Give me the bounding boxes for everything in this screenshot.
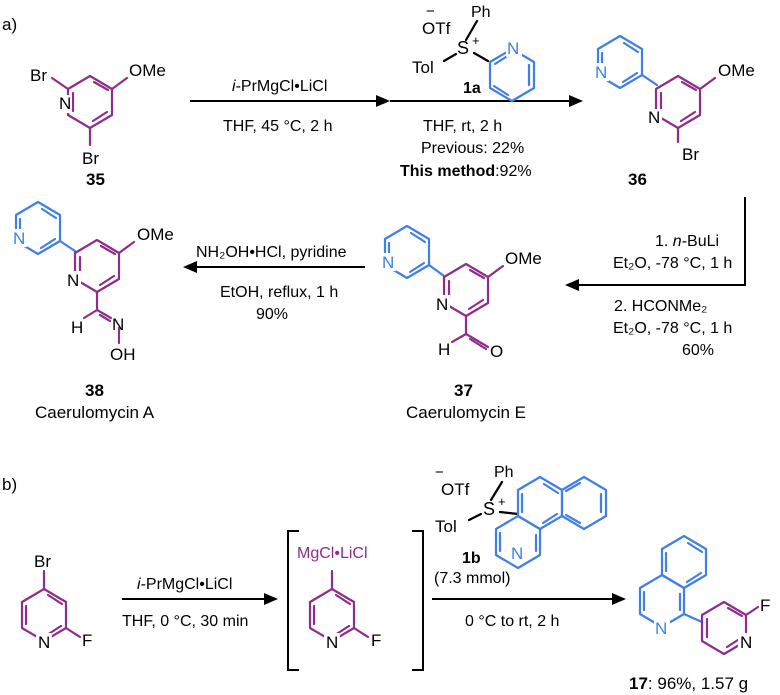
compound-17-label: 17: 96%, 1.57 g [629,674,748,693]
sm35-ome: OMe [129,61,166,80]
p37-ome: OMe [505,249,542,268]
p38-n-oxime: N [112,315,124,334]
arrowhead-a3 [565,279,579,291]
part-b-label: b) [2,475,17,494]
compound-36-structure [593,34,717,144]
compound-38-structure [11,200,136,345]
reagent-1a-n: N [507,39,519,58]
p38-ome: OMe [137,225,174,244]
compound-38-number: 38 [85,381,104,400]
reagent-1a-number: 1a [463,80,481,97]
arrowhead-b1 [264,593,278,605]
reagent-1b-s: S [483,499,495,519]
reagent-1a-s: S [457,38,469,58]
p37-h: H [438,340,450,359]
step-a3-line2: Et₂O, -78 °C, 1 h [613,255,732,272]
p38-n-pyridine: N [13,229,25,248]
arrowhead-b2 [612,593,626,605]
sm35-br-bottom: Br [82,149,99,168]
step-a1-conditions: THF, 45 °C, 2 h [223,118,333,135]
reagent-1b-n: N [511,544,523,563]
intermediate-mg: MgCl•LiCl [297,545,368,562]
p37-n-core: N [436,295,448,314]
step-a3-line4: Et₂O, -78 °C, 1 h [613,320,732,337]
step-a4-line1: NH₂OH•HCl, pyridine [196,244,347,261]
compound-38-name: Caerulomycin A [35,403,155,422]
p17-f: F [760,596,770,615]
p38-n-core: N [67,271,79,290]
arrowhead-a4 [183,261,197,273]
p37-n-pyridine: N [382,253,394,272]
reagent-1b-number: 1b [462,550,481,567]
p37-o: O [490,342,503,361]
reagent-1b-tol: Tol [435,517,457,536]
reagent-1b-minus: − [435,464,444,481]
step-a1-reagent: i-PrMgCl•LiCl [232,78,327,95]
compound-36-number: 36 [628,170,647,189]
p38-h: H [71,318,83,337]
step-a2-this-method: This method:92% [400,163,532,180]
reagent-1b-otf: OTf [441,480,470,499]
reagent-1b-isoquinoline [494,475,608,570]
bracket-right [412,530,424,671]
step-a4-line3: 90% [256,306,288,323]
reagent-1a-minus: − [426,3,435,20]
step-a2-previous: Previous: 22% [421,140,524,157]
reagent-1a-ph: Ph [471,4,491,21]
p36-n-pyridine: N [595,63,607,82]
intermediate-f: F [371,631,381,650]
compound-37-structure [380,224,505,351]
reagent-1a-otf: OTf [422,19,451,38]
compound-b-sm-structure [20,569,82,651]
sm-b-n: N [38,633,50,652]
arrowhead-a1 [376,95,390,107]
sm-b-br: Br [34,552,51,571]
step-a3-line1: 1. n-BuLi [655,233,719,250]
reaction-arrow-a3 [578,197,746,286]
arrowhead-a2 [569,95,583,107]
step-a3-line3: 2. HCONMe₂ [614,298,707,315]
reagent-1b-plus: + [498,494,506,509]
reagent-1b-amount: (7.3 mmol) [434,570,510,587]
p17-n-pyridine: N [740,633,752,652]
reagent-1b-ph: Ph [494,464,514,481]
compound-35-structure [50,74,129,147]
p36-ome: OMe [718,61,755,80]
compound-37-name: Caerulomycin E [406,403,526,422]
compound-17-structure [638,534,760,656]
bracket-left [287,530,299,671]
step-a4-line2: EtOH, reflux, 1 h [220,284,338,301]
compound-35-number: 35 [86,170,105,189]
sm-b-f: F [82,631,92,650]
intermediate-structure [308,569,370,651]
step-b1-conditions: THF, 0 °C, 30 min [122,613,248,630]
intermediate-n: N [326,633,338,652]
part-a-label: a) [2,15,17,34]
sm35-n: N [59,94,71,113]
compound-37-number: 37 [454,381,473,400]
p36-br: Br [682,145,699,164]
step-a2-conditions: THF, rt, 2 h [423,118,502,135]
p38-oh: OH [110,345,136,364]
step-a3-line5: 60% [682,342,714,359]
p17-n-isoquinoline: N [655,619,667,638]
step-b1-reagent: i-PrMgCl•LiCl [137,576,232,593]
p36-n-core: N [648,108,660,127]
sm35-br-top: Br [30,66,47,85]
reagent-1a-plus: + [472,33,480,48]
step-b2-conditions: 0 °C to rt, 2 h [465,613,559,630]
reagent-1a-pyridine [488,39,536,103]
reagent-1a-tol: Tol [412,58,434,77]
